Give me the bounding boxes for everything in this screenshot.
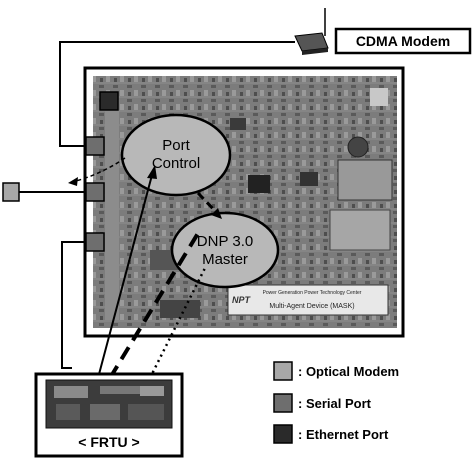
- board-caption-box: [227, 284, 389, 316]
- cdma-wire: [59, 41, 295, 147]
- control-to-dnp-arrow: [196, 191, 222, 219]
- board-components: [105, 88, 393, 320]
- board-caption-line1: Power Generation Power Technology Center: [263, 290, 362, 296]
- legend: : Optical Modem : Serial Port : Ethernet…: [273, 361, 399, 444]
- board-caption-line2: Multi-Agent Device (MASK): [269, 303, 354, 310]
- cdma-label: CDMA Modem: [356, 33, 450, 49]
- ethernet-port-top: [99, 91, 119, 111]
- optical-to-control-arrow: [68, 157, 126, 186]
- legend-serial-swatch: [273, 393, 293, 413]
- frtu-dnp-dashed-link: [108, 228, 202, 380]
- serial-port-3: [85, 232, 105, 252]
- npt-logo: NPT: [232, 295, 252, 305]
- serial-port-1: [85, 136, 105, 156]
- legend-optical-label: : Optical Modem: [298, 364, 399, 379]
- cdma-modem-icon: [294, 8, 329, 55]
- cdma-label-box: [334, 27, 472, 55]
- frtu-to-control-arrow: [97, 165, 157, 379]
- legend-ethernet-swatch: [273, 424, 293, 444]
- dnp-master-node: [170, 211, 280, 289]
- dnp-line1: DNP 3.0: [197, 233, 253, 250]
- frtu-label: < FRTU >: [78, 434, 139, 450]
- port-control-line2: Control: [152, 155, 200, 172]
- optical-modem-box: [2, 182, 20, 202]
- port-control-line1: Port: [162, 137, 190, 154]
- frtu-wire: [61, 241, 86, 369]
- dnp-line2: Master: [202, 251, 248, 268]
- legend-optical-swatch: [273, 361, 293, 381]
- frtu-dnp-dotted-link: [148, 267, 207, 379]
- frtu-device-photo: [45, 379, 173, 429]
- legend-ethernet-label: : Ethernet Port: [298, 427, 389, 442]
- serial-port-2: [85, 182, 105, 202]
- legend-serial-label: : Serial Port: [298, 396, 372, 411]
